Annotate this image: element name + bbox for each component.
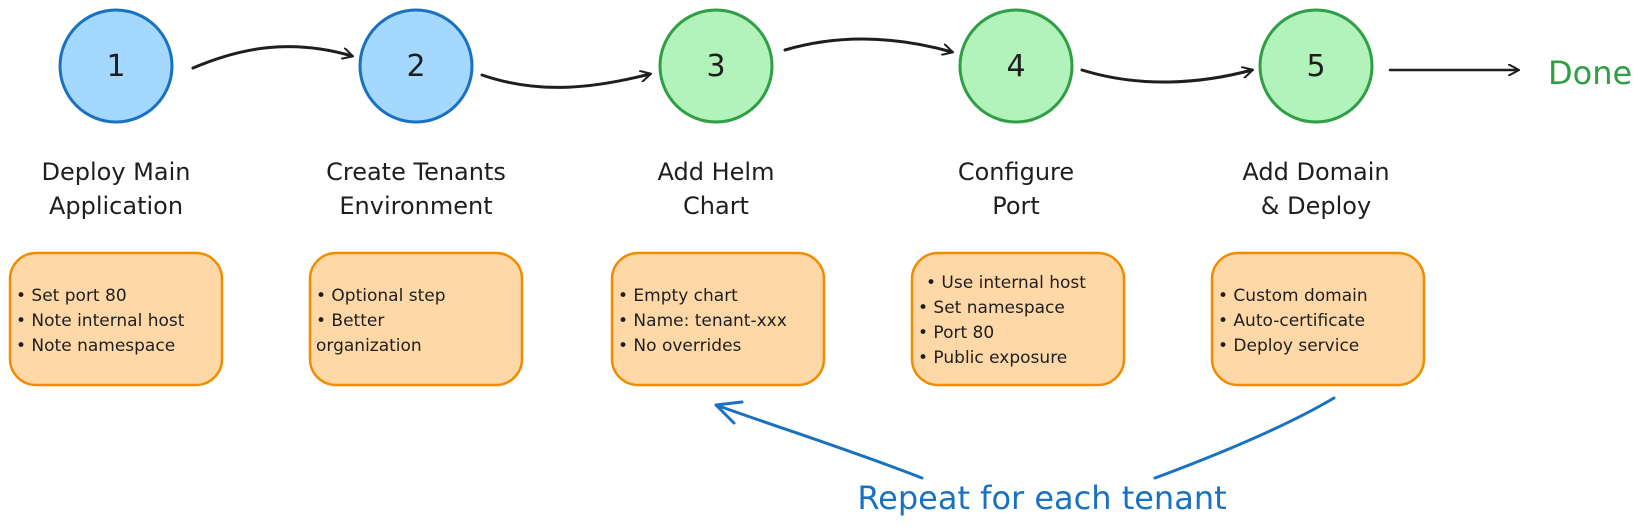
repeat-loop: Repeat for each tenant — [714, 396, 1336, 517]
done-label: Done — [1548, 54, 1632, 92]
step-1: 1 Deploy Main Application • Set port 80 … — [8, 8, 224, 387]
note-box — [910, 251, 1126, 387]
repeat-label: Repeat for each tenant — [857, 479, 1226, 517]
step-5: 5 Add Domain & Deploy • Custom domain • … — [1210, 8, 1426, 387]
step-4: 4 Configure Port • Use internal host • S… — [910, 8, 1126, 387]
repeat-arrowhead — [714, 400, 744, 425]
step-2: 2 Create Tenants Environment • Optional … — [308, 8, 524, 387]
connector-2-3 — [480, 74, 650, 89]
connector-4-5 — [1080, 70, 1252, 84]
step-title-line-1: Create Tenants — [326, 158, 506, 186]
repeat-arrow-right — [1153, 396, 1336, 480]
step-circle — [358, 8, 474, 124]
note-box — [8, 251, 224, 387]
step-circle — [958, 8, 1074, 124]
note-line: • Name: tenant-xxx — [618, 311, 787, 331]
note-line: organization — [316, 336, 422, 356]
note-line: • Note internal host — [16, 311, 185, 331]
note-line: • Public exposure — [918, 348, 1067, 368]
note-line: • Note namespace — [16, 336, 175, 356]
note-box — [1210, 251, 1426, 387]
step-title-line-1: Add Helm — [658, 158, 775, 186]
step-circle — [58, 8, 174, 124]
step-title-line-2: Chart — [683, 192, 749, 220]
step-3: 3 Add Helm Chart • Empty chart • Name: t… — [610, 8, 826, 387]
connector-1-2 — [191, 45, 352, 70]
note-line: • Set port 80 — [16, 286, 127, 306]
step-number: 1 — [106, 49, 125, 84]
step-title-line-1: Configure — [958, 158, 1074, 186]
note-line: • Use internal host — [926, 273, 1086, 293]
note-line: • Port 80 — [918, 323, 994, 343]
step-circle — [1258, 8, 1374, 124]
step-number: 2 — [406, 49, 425, 84]
step-title-line-2: Port — [992, 192, 1040, 220]
note-line: • Set namespace — [918, 298, 1065, 318]
step-circle — [658, 8, 774, 124]
repeat-arrow-left — [714, 403, 924, 480]
step-number: 5 — [1306, 49, 1325, 84]
step-title-line-1: Add Domain — [1242, 158, 1389, 186]
step-title-line-2: & Deploy — [1261, 192, 1371, 220]
note-line: • No overrides — [618, 336, 742, 356]
step-number: 4 — [1006, 49, 1025, 84]
connector-3-4 — [783, 37, 952, 52]
step-number: 3 — [706, 49, 725, 84]
note-box — [610, 251, 826, 387]
note-line: • Deploy service — [1218, 336, 1359, 356]
step-connectors — [191, 37, 1518, 89]
step-title-line-1: Deploy Main — [42, 158, 191, 186]
note-box — [308, 251, 524, 387]
note-line: • Empty chart — [618, 286, 738, 306]
note-line: • Better — [316, 311, 384, 331]
step-title-line-2: Environment — [339, 192, 492, 220]
step-title-line-2: Application — [49, 192, 183, 220]
note-line: • Custom domain — [1218, 286, 1368, 306]
note-line: • Auto-certificate — [1218, 311, 1365, 331]
note-line: • Optional step — [316, 286, 445, 306]
